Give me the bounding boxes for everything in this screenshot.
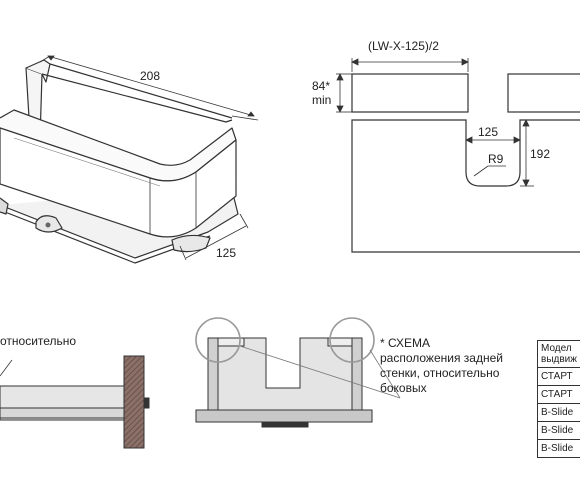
- front-view: [195, 337, 373, 428]
- model-table: Модел выдвиж СТАРТ СТАРТ B-Slide B-Slide…: [537, 340, 580, 458]
- table-cell: СТАРТ: [537, 385, 580, 404]
- mounting-tab-right: [171, 234, 211, 253]
- cutout-drawing: [351, 73, 580, 253]
- side-section: [0, 355, 150, 449]
- scheme-leader-right: [369, 349, 401, 399]
- radius-leader: [473, 165, 489, 177]
- front-board-foot: [261, 421, 309, 428]
- tray-front-wall: [0, 127, 237, 238]
- label-gap-formula: (LW-X-125)/2: [368, 39, 439, 53]
- scheme-leader-left: [239, 345, 401, 399]
- scheme-note-line-4: боковых: [380, 381, 427, 395]
- upper-block-right: [507, 73, 580, 113]
- table-cell: B-Slide: [537, 439, 580, 458]
- label-192: 192: [530, 147, 550, 161]
- table-cell: СТАРТ: [537, 367, 580, 386]
- side-wall-left: [207, 337, 219, 411]
- upper-block-left: [351, 73, 469, 113]
- rail-top-left: [217, 337, 245, 347]
- label-84: 84*: [312, 79, 330, 93]
- table-row: B-Slide: [537, 403, 580, 422]
- label-radius: R9: [488, 152, 504, 166]
- front-board: [195, 409, 373, 423]
- scheme-note: * СХЕМА расположения задней стенки, отно…: [380, 336, 503, 396]
- panel-with-cutout: [351, 119, 580, 253]
- side-wall-right: [351, 337, 363, 411]
- rail-top-right: [327, 337, 353, 347]
- table-row: СТАРТ: [537, 385, 580, 404]
- table-cell: B-Slide: [537, 421, 580, 440]
- handle-section: [143, 397, 150, 409]
- back-wall-outline: [207, 337, 363, 411]
- scheme-note-line-1: * СХЕМА: [380, 336, 431, 350]
- table-row: B-Slide: [537, 439, 580, 458]
- left-caption: относительно: [0, 334, 77, 348]
- scheme-note-line-2: расположения задней: [380, 351, 503, 365]
- caption-leader: [0, 359, 13, 377]
- isometric-tray: [0, 59, 239, 264]
- dimension-208: [39, 55, 259, 121]
- table-row: B-Slide: [537, 421, 580, 440]
- label-208: 208: [140, 69, 160, 83]
- detail-circle-right: [329, 317, 375, 363]
- table-cell: B-Slide: [537, 403, 580, 422]
- table-header-row: Модел выдвиж: [537, 340, 580, 368]
- label-cutout-width: 125: [478, 125, 498, 139]
- table-row: СТАРТ: [537, 367, 580, 386]
- table-header-cell: Модел выдвиж: [537, 340, 580, 368]
- detail-circle-left: [195, 317, 241, 363]
- drawer-bottom-section: [0, 407, 125, 419]
- label-min: min: [312, 93, 331, 107]
- scheme-note-line-3: стенки, относительно: [380, 366, 500, 380]
- dimension-125-iso: [179, 213, 249, 261]
- wood-wall-section: [123, 355, 145, 449]
- table-clip: Модел выдвиж СТАРТ СТАРТ B-Slide B-Slide…: [537, 340, 580, 460]
- label-125-iso: 125: [216, 246, 236, 260]
